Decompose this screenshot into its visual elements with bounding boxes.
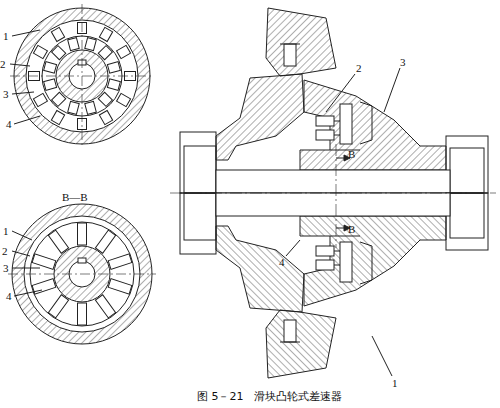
sliding-block — [44, 62, 57, 74]
sliding-block — [33, 45, 47, 58]
sliding-block — [68, 101, 80, 114]
callout-number: 1 — [3, 30, 9, 42]
callout-number: 2 — [0, 58, 6, 70]
sliding-block — [52, 46, 66, 60]
sliding-block — [32, 254, 56, 269]
callout-number: B — [348, 148, 355, 160]
sliding-block — [85, 38, 97, 51]
sliding-block — [107, 79, 120, 91]
callout-number: 3 — [3, 88, 9, 100]
sliding-block — [99, 27, 112, 41]
sliding-block — [48, 295, 68, 318]
sliding-block — [95, 295, 115, 318]
sliding-block — [52, 92, 66, 106]
callout-number: 4 — [6, 118, 12, 130]
sliding-block — [117, 45, 131, 58]
sliding-block — [98, 92, 112, 106]
sliding-block — [95, 230, 115, 253]
sliding-block — [51, 111, 64, 125]
sliding-block — [98, 46, 112, 60]
figure-caption: 图 5－21 滑块凸轮式差速器 — [197, 390, 343, 403]
callout-number: 3 — [400, 56, 406, 68]
callout-number: 1 — [392, 377, 398, 389]
callout-number: 2 — [2, 245, 8, 257]
callout-number: 4 — [279, 256, 285, 268]
sliding-block — [117, 93, 131, 106]
sliding-block — [33, 93, 47, 106]
callout-number: 3 — [3, 262, 9, 274]
sliding-block — [99, 111, 112, 125]
sliding-block — [78, 303, 87, 325]
callout-number: 4 — [6, 290, 12, 302]
callout-number: 2 — [356, 62, 362, 74]
sliding-block — [108, 279, 132, 294]
sliding-block — [107, 62, 120, 74]
sliding-block — [44, 79, 57, 91]
sliding-block — [48, 230, 68, 253]
sliding-block — [85, 101, 97, 114]
sliding-block — [68, 38, 80, 51]
callout-number: B — [348, 223, 355, 235]
callout-number: 1 — [3, 225, 9, 237]
callout-number: B—B — [62, 191, 88, 203]
sliding-block — [108, 254, 132, 269]
sliding-block — [51, 27, 64, 41]
sliding-block — [78, 223, 87, 245]
